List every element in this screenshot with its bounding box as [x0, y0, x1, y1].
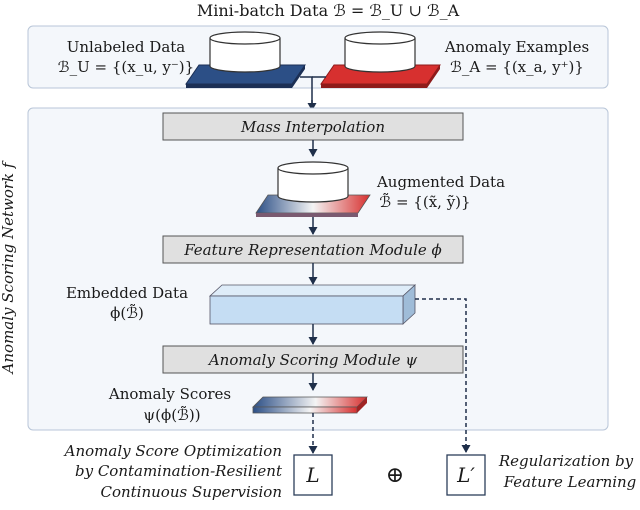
unlabeled-data-icon	[185, 31, 306, 88]
right-caption-line-2: Feature Learning	[503, 473, 637, 491]
embedded-data-label: Embedded Data	[66, 284, 188, 302]
loss-L-label: L	[305, 463, 319, 487]
oplus-symbol: ⊕	[386, 463, 404, 488]
right-caption-line-1: Regularization by	[498, 452, 634, 470]
augmented-data-icon	[255, 161, 371, 217]
unlabeled-data-label: Unlabeled Data	[67, 38, 186, 56]
loss-L-prime-label: L′	[456, 463, 475, 487]
anomaly-scores-bar	[252, 396, 368, 414]
merge-connector	[300, 76, 326, 108]
anomaly-scores-set: ψ(ϕ(ℬ̃))	[143, 405, 200, 424]
anomaly-scoring-module	[162, 345, 464, 374]
embedded-data-set: ϕ(ℬ̃)	[110, 303, 144, 322]
left-caption-line-1: Anomaly Score Optimization	[63, 442, 282, 460]
anomaly-scores-label: Anomaly Scores	[108, 385, 231, 403]
feature-learning-path	[415, 298, 467, 448]
network-panel	[27, 107, 609, 431]
left-caption-line-2: by Contamination-Resilient	[75, 462, 283, 480]
feature-representation-label: Feature Representation Module ϕ	[183, 241, 442, 259]
anomaly-examples-set: ℬ_A = {(x_a, y⁺)}	[450, 58, 584, 76]
title: Mini-batch Data ℬ = ℬ_U ∪ ℬ_A	[197, 1, 460, 20]
feature-representation-module	[162, 235, 464, 264]
embedded-data-bar	[208, 284, 417, 325]
augmented-data-set: ℬ̃ = {(x̃, ỹ)}	[379, 192, 470, 211]
mass-interpolation-module	[162, 112, 464, 141]
unlabeled-data-set: ℬ_U = {(x_u, y⁻)}	[58, 58, 194, 76]
mass-interpolation-label: Mass Interpolation	[240, 118, 385, 136]
loss-L-prime-box	[446, 454, 486, 496]
network-label: Anomaly Scoring Network f	[0, 160, 17, 375]
anomaly-scoring-label: Anomaly Scoring Module ψ	[207, 351, 418, 369]
input-panel	[27, 25, 609, 89]
left-caption-line-3: Continuous Supervision	[100, 483, 282, 501]
augmented-data-label: Augmented Data	[376, 173, 505, 191]
anomaly-examples-label: Anomaly Examples	[444, 38, 589, 56]
loss-L-box	[293, 454, 333, 496]
